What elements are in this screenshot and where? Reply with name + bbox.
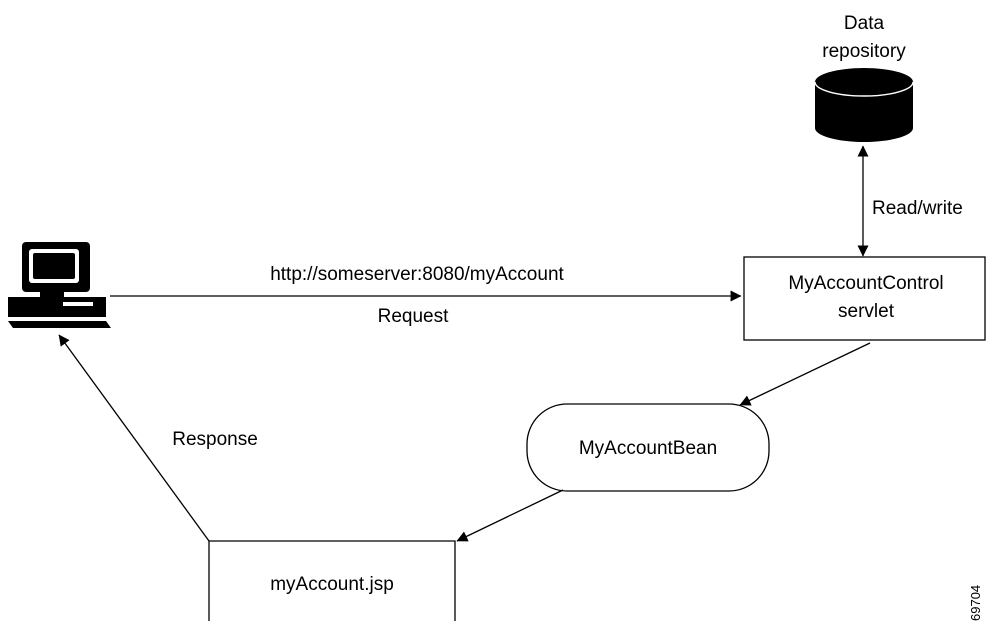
response-arrow: [58, 334, 210, 542]
computer-icon: [8, 242, 111, 328]
jsp-label: myAccount.jsp: [270, 574, 394, 595]
jsp-box: [208, 540, 456, 621]
request-label: Request: [378, 306, 449, 327]
request-url-label: http://someserver:8080/myAccount: [270, 264, 564, 285]
read-write-label: Read/write: [872, 198, 963, 219]
bean-to-jsp-arrow: [456, 489, 564, 542]
controller-to-bean-arrow: [739, 342, 871, 406]
response-label: Response: [172, 429, 258, 450]
controller-label-line1: MyAccountControl: [788, 273, 943, 294]
controller-servlet-box: [743, 256, 986, 341]
bean-box: [526, 403, 770, 492]
figure-id: 69704: [968, 585, 983, 621]
data-repository-label-line1: Data: [844, 13, 885, 34]
controller-label-line2: servlet: [838, 301, 895, 322]
database-icon: [814, 68, 914, 142]
bean-label: MyAccountBean: [579, 438, 717, 459]
data-repository-label-line2: repository: [822, 41, 906, 62]
